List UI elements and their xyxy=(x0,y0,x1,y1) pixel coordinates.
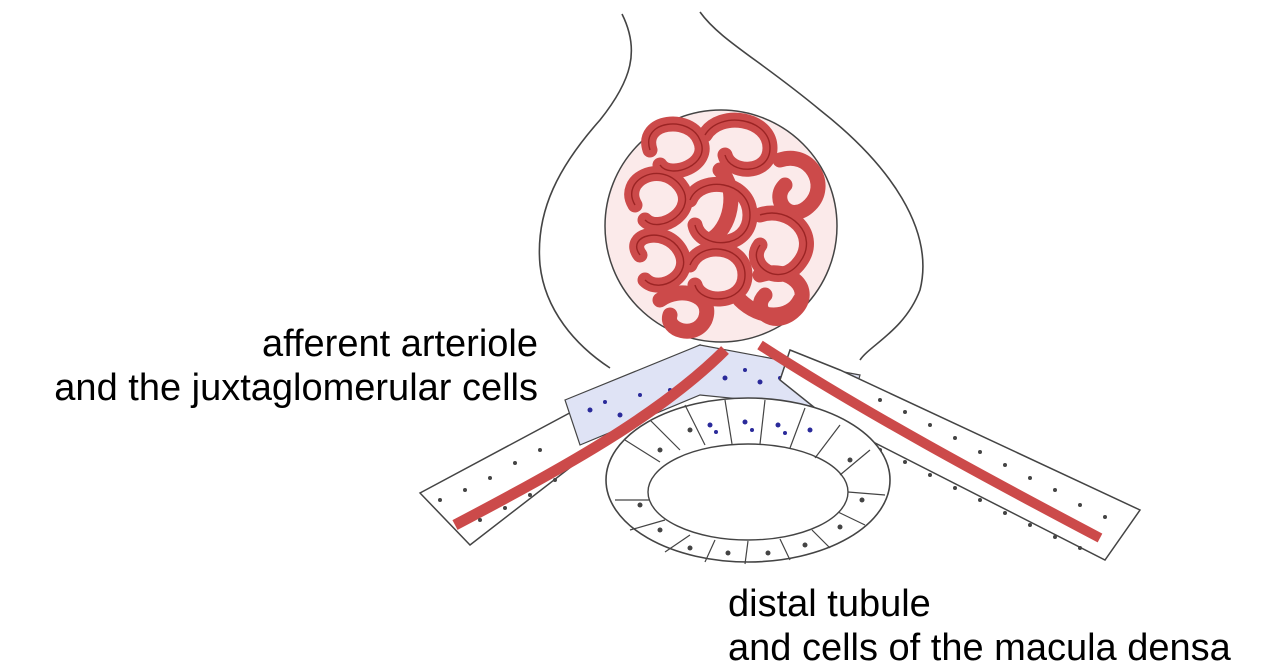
distal-label-line1: distal tubule xyxy=(728,582,1231,626)
distal-tubule-label: distal tubule and cells of the macula de… xyxy=(728,582,1231,670)
afferent-arteriole-label: afferent arteriole and the juxtaglomerul… xyxy=(54,322,538,410)
distal-tubule-lumen xyxy=(648,444,848,540)
afferent-label-line1: afferent arteriole xyxy=(54,322,538,366)
afferent-label-line2: and the juxtaglomerular cells xyxy=(54,366,538,410)
distal-label-line2: and cells of the macula densa xyxy=(728,626,1231,670)
